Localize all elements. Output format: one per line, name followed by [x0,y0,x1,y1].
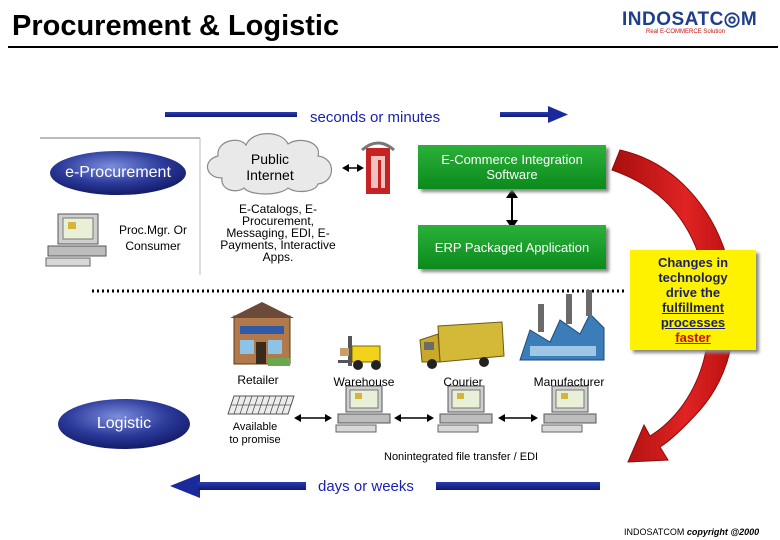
double-arrow-integration-erp [506,189,518,229]
logo-wordmark: INDOSATC◎M [622,9,758,30]
consumer-label: Proc.Mgr. Or Consumer [118,223,187,253]
courier-computer-icon [437,385,493,433]
manufacturer-computer-icon [541,385,597,433]
warehouse-computer-icon [335,385,391,433]
double-arrow-courier-manufacturer [498,414,538,422]
title-divider [8,46,778,48]
erp-application-box: ERP Packaged Application [418,225,606,269]
callout-line-6: faster [675,330,711,345]
double-arrow-warehouse-courier [394,414,434,422]
e-apps-label: E-Catalogs, E-Procurement, Messaging, ED… [220,202,336,264]
nonintegrated-transfer-label: Nonintegrated file transfer / EDI [384,451,539,463]
logistic-oval [58,399,190,449]
callout-line-4: fulfillment [661,300,725,315]
available-line-1: Available [232,421,278,433]
e-procurement-label: e-Procurement [65,164,171,181]
callout-line-3: drive the [665,285,721,300]
retailer-label: Retailer [237,373,279,387]
top-timeline-arrow [165,106,568,123]
available-to-promise-grid-icon [227,395,295,415]
procurement-panel-frame [40,137,201,275]
timeline-top-label: seconds or minutes [310,109,441,126]
timeline-bottom-label: days or weeks [318,478,414,495]
manufacturer-factory-icon [519,290,605,361]
double-arrow-internet-gate [342,164,364,172]
internet-cloud-icon [207,133,333,195]
courier-label: Courier [443,375,483,389]
logistic-label: Logistic [96,415,152,432]
callout-line-5: processes [660,315,726,330]
callout-line-1: Changes in [657,255,729,270]
copyright-notice: INDOSATCOM copyright @2000 [624,527,759,537]
courier-truck-icon [419,321,505,369]
page-title: Procurement & Logistic [12,10,340,42]
indosatcom-logo: INDOSATC◎M Real E-COMMERCE Solution [622,8,772,35]
retailer-store-icon [230,302,294,366]
bottom-timeline-arrow [170,474,600,498]
integration-software-box: E-Commerce Integration Software [418,145,606,189]
callout-line-2: technology [658,270,728,285]
copyright-company: INDOSATCOM [624,527,685,537]
manufacturer-label: Manufacturer [533,375,605,389]
changes-callout-box: Changes in technology drive the fulfillm… [630,250,756,350]
available-line-2: to promise [229,434,281,446]
warehouse-label: Warehouse [333,375,395,389]
logo-tagline: Real E-COMMERCE Solution [646,29,726,35]
available-to-promise-label: Available to promise [218,421,292,447]
firewall-gate-icon [361,141,395,194]
e-procurement-oval [50,151,186,195]
copyright-text: copyright @2000 [686,527,760,537]
warehouse-forklift-icon [338,336,381,370]
consumer-computer-icon [45,213,107,267]
double-arrow-atp-warehouse [294,414,332,422]
internet-cloud-label: Public Internet [246,151,294,183]
